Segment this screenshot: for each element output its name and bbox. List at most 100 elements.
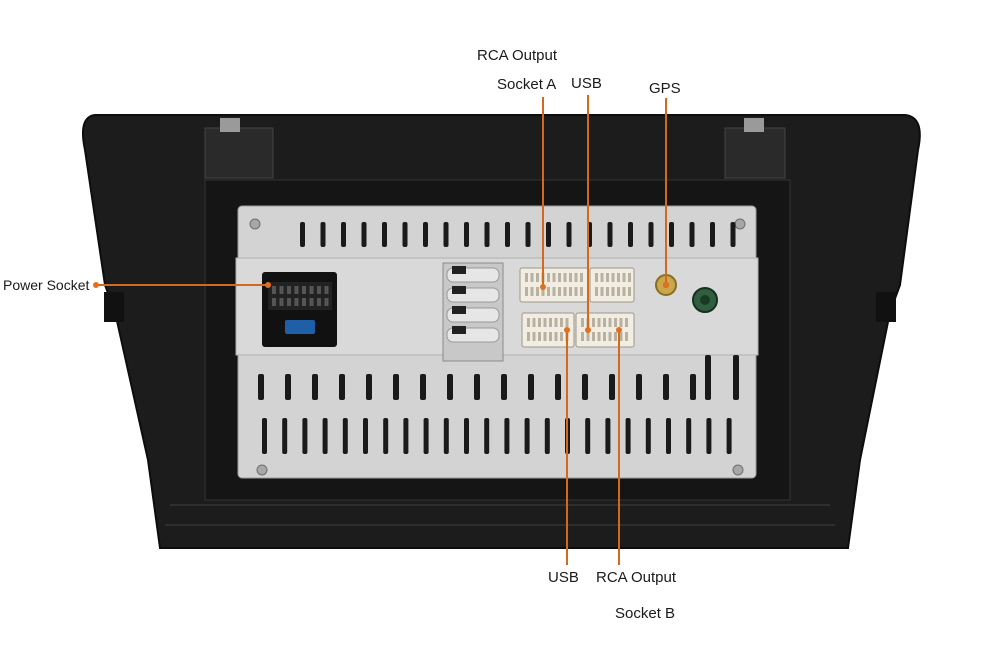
panel-screws	[249, 218, 746, 476]
vent-slot	[302, 418, 308, 454]
connector-pin	[302, 286, 306, 294]
left-side-tab	[104, 292, 124, 322]
connector-pin	[600, 273, 604, 282]
connector-pin	[617, 273, 620, 282]
connector-pin	[597, 318, 601, 327]
connector-pin	[622, 287, 626, 296]
connector-pin	[543, 332, 547, 341]
label-rca-output-a-line2: Socket A	[497, 76, 557, 93]
vent-slot	[566, 222, 572, 247]
rca-output-socket-a-connector	[519, 267, 589, 303]
connector-pin	[527, 318, 530, 327]
connector-pin	[617, 287, 620, 296]
connector-pin	[309, 286, 314, 294]
vent-slot	[582, 374, 588, 400]
vent-slot	[607, 222, 613, 247]
vent-slot	[663, 374, 669, 400]
vent-slot	[733, 355, 739, 400]
connector-pin	[574, 287, 578, 296]
connector-pin	[628, 273, 631, 282]
connector-pin	[614, 318, 617, 327]
right-mounting-bracket	[724, 127, 786, 179]
connector-pin	[581, 318, 584, 327]
connector-pin	[608, 318, 612, 327]
vent-slot	[546, 222, 551, 247]
connector-pin	[569, 273, 572, 282]
vent-slot	[505, 222, 510, 247]
connector-pin	[554, 318, 558, 327]
right-bracket-clip	[744, 118, 764, 132]
vent-slot	[312, 374, 318, 400]
connector-pin	[614, 332, 617, 341]
vent-slot	[528, 374, 534, 400]
vent-slot	[686, 418, 692, 454]
vent-slot	[690, 374, 696, 400]
vent-slot	[628, 222, 633, 247]
connector-pin	[541, 287, 545, 296]
vent-slot	[282, 418, 288, 454]
connector-pin	[586, 332, 590, 341]
vent-slot	[464, 418, 469, 454]
connector-pin	[625, 318, 628, 327]
vent-slot	[366, 374, 372, 400]
vent-slot	[474, 374, 480, 400]
connector-pin	[324, 286, 329, 294]
connector-pin	[552, 287, 556, 296]
connector-pin	[595, 287, 598, 296]
vent-slot	[285, 374, 291, 400]
bottom-ridges	[165, 504, 835, 526]
leader-lines	[94, 95, 667, 565]
connector-pin	[611, 273, 615, 282]
power-socket-connector	[262, 272, 337, 347]
connector-pin	[549, 318, 552, 327]
usb-connector-top	[589, 267, 635, 303]
connector-pin	[558, 273, 561, 282]
connector-pin	[272, 286, 276, 294]
connector-pin	[600, 287, 604, 296]
vent-slot	[710, 222, 715, 247]
right-side-tab	[876, 292, 896, 322]
label-power-socket: Power Socket	[3, 277, 90, 293]
connector-pin	[324, 298, 329, 306]
vent-slot	[484, 222, 490, 247]
vent-slot	[402, 222, 408, 247]
vent-slot	[262, 418, 267, 454]
connector-pin	[317, 298, 321, 306]
vent-slot	[625, 418, 631, 454]
top-vent-slots	[300, 222, 736, 247]
vent-slot	[423, 418, 429, 454]
leader-dots	[93, 282, 669, 333]
connector-pin	[611, 287, 615, 296]
connector-pin	[532, 318, 536, 327]
connector-pin	[560, 318, 563, 327]
connector-pin	[536, 287, 539, 296]
connector-pin	[294, 286, 299, 294]
vent-slot	[648, 222, 654, 247]
connector-pin	[569, 287, 572, 296]
vent-slot	[726, 418, 732, 454]
connector-pin	[592, 318, 595, 327]
vent-slot	[341, 222, 346, 247]
label-usb-bottom: USB	[548, 569, 579, 586]
connector-pin	[525, 287, 528, 296]
ribbed-guide	[442, 262, 504, 362]
connector-pin	[592, 332, 595, 341]
connector-pin	[536, 273, 539, 282]
connector-pin	[603, 332, 606, 341]
usb-connector-bottom	[521, 312, 575, 348]
connector-pin	[563, 273, 567, 282]
connector-pin	[628, 287, 631, 296]
vent-slot	[403, 418, 409, 454]
vent-slot	[382, 222, 387, 247]
connector-pin	[625, 332, 628, 341]
power-socket-blue-latch	[285, 320, 315, 334]
connector-pin	[597, 332, 601, 341]
middle-vent-slots	[258, 355, 739, 400]
vent-slot	[443, 222, 449, 247]
vent-slot	[320, 222, 326, 247]
vent-slot	[525, 222, 531, 247]
vent-slot	[555, 374, 561, 400]
connector-pin	[606, 273, 609, 282]
connector-pin	[279, 286, 284, 294]
